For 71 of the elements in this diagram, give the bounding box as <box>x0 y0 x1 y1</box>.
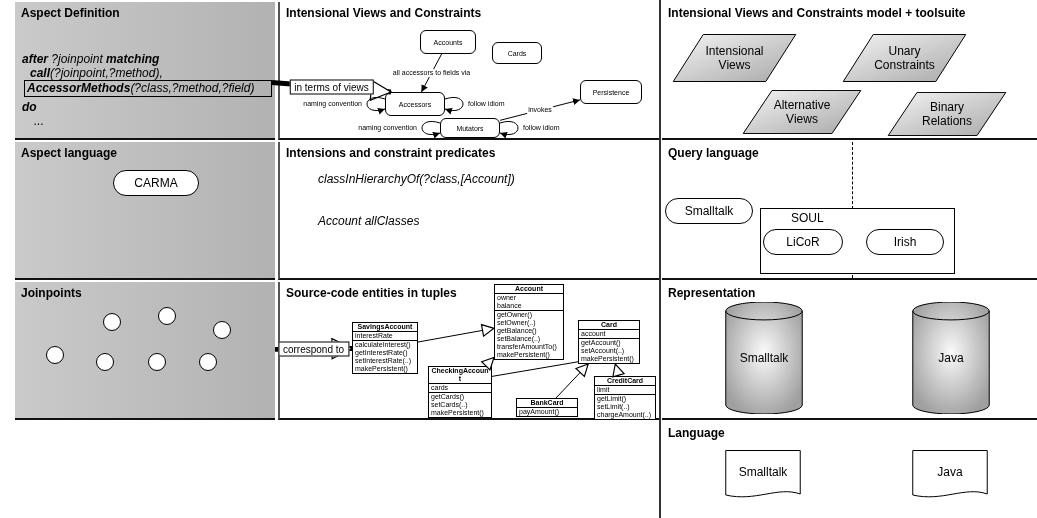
view-box <box>385 92 445 116</box>
panel-heading: Intensional Views and Constraints model + toolsuite <box>668 6 966 20</box>
language-pill <box>113 170 199 196</box>
class-box <box>594 376 656 420</box>
section-panel <box>15 2 275 140</box>
panel-heading: Language <box>668 426 725 440</box>
panel-heading: Joinpoints <box>21 286 82 300</box>
joinpoint-circle <box>158 307 176 325</box>
inheritance-arrow <box>417 324 495 343</box>
joinpoint-circle <box>96 353 114 371</box>
container-title: SOUL <box>791 211 824 225</box>
panel-heading: Representation <box>668 286 756 300</box>
panel-heading: Aspect Definition <box>21 6 120 20</box>
self-loop-arrow <box>421 121 441 139</box>
view-box <box>420 30 476 54</box>
self-loop-arrow <box>499 121 519 139</box>
language-label: LiCoR <box>786 235 820 249</box>
concept-label: Alternative Views <box>772 98 832 126</box>
code-line: after ?joinpoint matching <box>22 52 160 66</box>
panel-heading: Query language <box>668 146 759 160</box>
joinpoint-circle <box>199 353 217 371</box>
code-line: call(?joinpoint,?method), <box>30 66 163 80</box>
panel-heading: Source-code entities in tuples <box>286 286 457 300</box>
panel-heading: Intensions and constraint predicates <box>286 146 496 160</box>
edge-label: in terms of views <box>289 79 374 95</box>
code-line: do <box>22 100 37 114</box>
section-panel <box>15 142 275 280</box>
view-box <box>492 42 542 64</box>
code-box <box>24 80 272 97</box>
panel-heading: Aspect language <box>21 146 118 160</box>
joinpoint-circle <box>148 353 166 371</box>
concept-label: Intensional Views <box>704 44 765 72</box>
view-box <box>580 80 642 104</box>
inheritance-arrow <box>612 363 625 378</box>
joinpoint-circle <box>103 313 121 331</box>
predicate-text: Account allClasses <box>318 214 420 228</box>
view-box <box>440 118 500 138</box>
concept-label: Binary Relations <box>920 100 973 128</box>
joinpoint-circle <box>46 346 64 364</box>
class-box <box>494 284 564 360</box>
language-label: Irish <box>893 235 917 249</box>
container-box <box>760 208 955 274</box>
language-pill <box>866 229 944 255</box>
predicate-text: classInHierarchyOf(?class,[Account]) <box>318 172 515 186</box>
panel-heading: Intensional Views and Constraints <box>286 6 482 20</box>
edge-label: correspond to <box>277 341 350 357</box>
inheritance-arrow <box>481 356 495 371</box>
language-pill <box>763 229 843 255</box>
association-line <box>491 361 579 377</box>
class-box <box>516 398 578 417</box>
database-label: Java <box>938 351 964 365</box>
self-loop-arrow <box>366 97 386 115</box>
database-label: Smalltalk <box>739 351 789 365</box>
inheritance-arrow <box>555 363 589 399</box>
class-box <box>352 322 418 374</box>
language-label: Smalltalk <box>684 204 734 218</box>
section-panel <box>278 142 660 280</box>
language-label: CARMA <box>134 176 178 190</box>
code-line: ... <box>34 114 44 128</box>
concept-label: Unary Constraints <box>873 44 936 72</box>
section-panel <box>278 282 660 420</box>
joinpoint-circle <box>213 321 231 339</box>
self-loop-arrow <box>444 97 464 115</box>
section-panel <box>15 282 275 420</box>
class-box <box>428 366 492 418</box>
code-text: AccessorMethods(?class,?method,?field) <box>27 81 255 95</box>
document-label: Smalltalk <box>738 465 788 479</box>
document-label: Java <box>937 465 963 479</box>
class-box <box>578 320 640 364</box>
section-panel <box>662 142 1037 280</box>
language-pill <box>665 198 753 224</box>
